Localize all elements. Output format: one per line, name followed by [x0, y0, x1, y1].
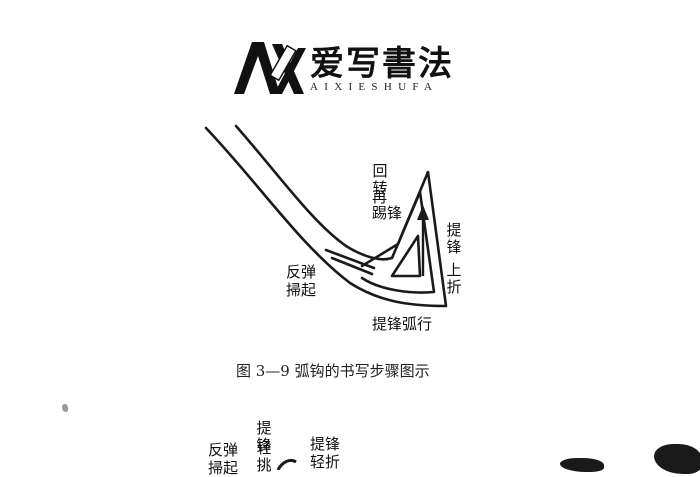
- label-rebound-2: 掃起: [286, 281, 317, 299]
- label-turn-back: 回转: [372, 162, 388, 197]
- brand-logo: 爱写書法 AIXIESHUFA: [228, 34, 478, 100]
- brand-subtitle: AIXIESHUFA: [310, 81, 439, 93]
- lower-label-light-fold: 提锋: [310, 435, 341, 453]
- lower-label-light-fold-2: 轻折: [310, 453, 341, 471]
- figure-caption: 图 3—9 弧钩的书写步骤图示: [236, 362, 430, 380]
- up-arrow-icon: [417, 205, 429, 276]
- ink-speck: [62, 404, 68, 412]
- stroke-inner-triangle: [390, 234, 422, 278]
- logo-mark-icon: [234, 42, 306, 94]
- ink-blot: [560, 458, 604, 472]
- stroke-outline-outer: [204, 126, 448, 308]
- lower-label-light-flick-2: 轻挑: [256, 439, 272, 474]
- lower-label-rebound: 反弹: [208, 441, 239, 459]
- label-kick-tip: 踢锋: [372, 204, 403, 222]
- label-rebound: 反弹: [286, 263, 317, 281]
- lower-label-light-flick: 提锋: [256, 419, 272, 454]
- rebound-line-2: [330, 256, 374, 276]
- stroke-outline-inner: [234, 124, 436, 294]
- label-kick-again: 再: [372, 188, 388, 206]
- brand-name: 爱写書法: [310, 44, 454, 84]
- label-lift-up-2: 上折: [446, 261, 462, 296]
- label-lift-arc: 提锋弧行: [372, 315, 433, 333]
- label-lift-up: 提锋: [446, 221, 462, 256]
- rebound-line-1: [324, 248, 376, 270]
